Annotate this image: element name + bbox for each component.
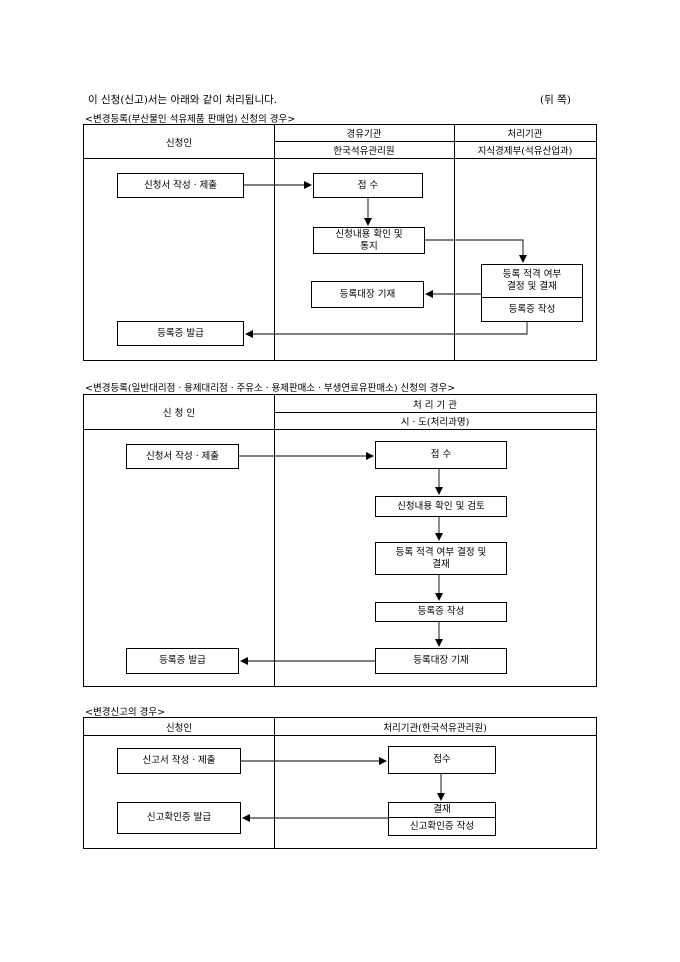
section3-caption: <변경신고의 경우> [85, 707, 166, 718]
section2-caption: <변경등록(일반대리점ㆍ용제대리점ㆍ주유소ㆍ용제판매소ㆍ부생연료유판매소) 신청… [85, 383, 456, 394]
section1-col-via-org: 한국석유관리원 [333, 146, 395, 157]
section3-box-receive: 접수 [388, 746, 496, 774]
section2-box-cert: 등록증 작성 [375, 602, 507, 622]
section1-col-proc-org: 지식경제부(석유산업과) [477, 146, 573, 157]
section3-box-cert: 신고확인증 작성 [409, 820, 475, 832]
section1-col-applicant: 신청인 [165, 137, 193, 149]
section2-box-receive: 접 수 [375, 441, 507, 469]
section2-col-proc-org: 시ㆍ도(처리과명) [400, 417, 470, 428]
section1-caption: <변경등록(부산물인 석유제품 판매업) 신청의 경우> [85, 114, 296, 125]
section2-flowchart [83, 394, 597, 687]
section1-box-submit: 신청서 작성ㆍ제출 [117, 173, 244, 198]
section3-col-proc: 처리기관(한국석유관리원) [383, 722, 487, 734]
section3-col-applicant: 신청인 [165, 722, 193, 734]
section2-header-rule-inner [274, 412, 596, 413]
section1-divider-2 [454, 125, 455, 360]
section2-header-rule [84, 429, 596, 430]
section1-box-cert: 등록증 작성 [508, 303, 556, 315]
section1-col-via: 경유기관 [346, 129, 382, 140]
section2-box-ledger: 등록대장 기재 [375, 648, 507, 674]
page-title: 이 신청(신고)서는 아래와 같이 처리됩니다. [88, 94, 278, 106]
section3-box-approve-group: 결재 신고확인증 작성 [388, 802, 496, 836]
section2-divider [274, 395, 275, 686]
section1-flowchart [83, 124, 597, 361]
section1-box-ledger: 등록대장 기재 [311, 281, 424, 308]
s1-arrow-cert-issue [245, 322, 528, 338]
section3-box-issue: 신고확인증 발급 [117, 802, 241, 834]
section1-box-decide-group: 등록 적격 여부 결정 및 결재 등록증 작성 [481, 264, 583, 322]
section2-box-decide: 등록 적격 여부 결정 및 결재 [375, 542, 507, 575]
section2-box-issue: 등록증 발급 [126, 648, 239, 674]
section1-header-rule-inner [274, 141, 596, 142]
section3-header-rule [84, 735, 596, 736]
section1-box-review: 신청내용 확인 및 통지 [313, 227, 425, 254]
section3-box-submit: 신고서 작성ㆍ제출 [117, 748, 241, 774]
s1-arrow-review-decide [425, 239, 527, 263]
section2-col-applicant: 신 청 인 [162, 408, 196, 419]
section2-box-review: 신청내용 확인 및 검토 [375, 496, 507, 517]
section1-box-receive: 접 수 [313, 173, 423, 198]
section1-header-rule [84, 158, 596, 159]
section3-divider [274, 718, 275, 848]
section2-col-proc: 처 리 기 관 [412, 399, 458, 411]
section1-box-decide: 등록 적격 여부 결정 및 결재 [482, 265, 582, 298]
section2-box-submit: 신청서 작성ㆍ제출 [126, 444, 239, 469]
section3-box-approve: 결재 [389, 803, 495, 818]
section3-flowchart [83, 717, 597, 849]
section1-col-proc: 처리기관 [507, 129, 543, 140]
section1-divider-1 [274, 125, 275, 360]
section1-box-issue: 등록증 발급 [117, 321, 244, 346]
page-side-label: (뒤 쪽) [540, 94, 571, 106]
